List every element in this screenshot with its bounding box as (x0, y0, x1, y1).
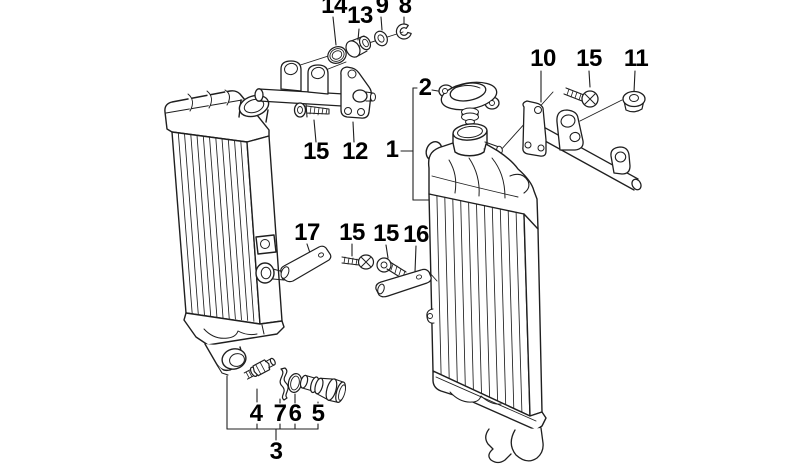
part-callout-15-12[interactable]: 15 (339, 219, 365, 246)
part-callout-14-0[interactable]: 14 (321, 0, 347, 19)
part-callout-10-6[interactable]: 10 (530, 45, 556, 72)
right-radiator-drawing (425, 123, 547, 464)
seal-stack-drawing (327, 23, 412, 64)
mid-brackets-drawing (280, 245, 438, 298)
part-callout-8-3[interactable]: 8 (398, 0, 412, 19)
left-radiator-drawing (164, 89, 288, 376)
upper-bracket-drawing (254, 60, 376, 119)
right-bracket-drawing (522, 87, 646, 191)
drain-parts-drawing (243, 357, 346, 403)
part-callout-17-11[interactable]: 17 (294, 219, 320, 246)
part-callout-1-5[interactable]: 1 (385, 136, 399, 163)
part-callout-3-19[interactable]: 3 (269, 438, 283, 465)
part-callout-9-2[interactable]: 9 (375, 0, 389, 19)
part-callout-7-16[interactable]: 7 (273, 400, 287, 427)
part-callout-4-15[interactable]: 4 (249, 400, 263, 427)
part-callout-6-17[interactable]: 6 (288, 400, 302, 427)
part-callout-13-1[interactable]: 13 (347, 2, 373, 29)
part-callout-11-8[interactable]: 11 (623, 45, 649, 72)
part-callout-15-13[interactable]: 15 (373, 220, 399, 247)
radiator-cap-drawing (438, 81, 500, 130)
part-callout-12-10[interactable]: 12 (342, 138, 368, 165)
part-callout-15-7[interactable]: 15 (576, 45, 602, 72)
part-callout-5-18[interactable]: 5 (311, 400, 325, 427)
part-callout-2-4[interactable]: 2 (418, 74, 432, 101)
part-callout-15-9[interactable]: 15 (303, 138, 329, 165)
part-callout-16-14[interactable]: 16 (403, 221, 429, 248)
